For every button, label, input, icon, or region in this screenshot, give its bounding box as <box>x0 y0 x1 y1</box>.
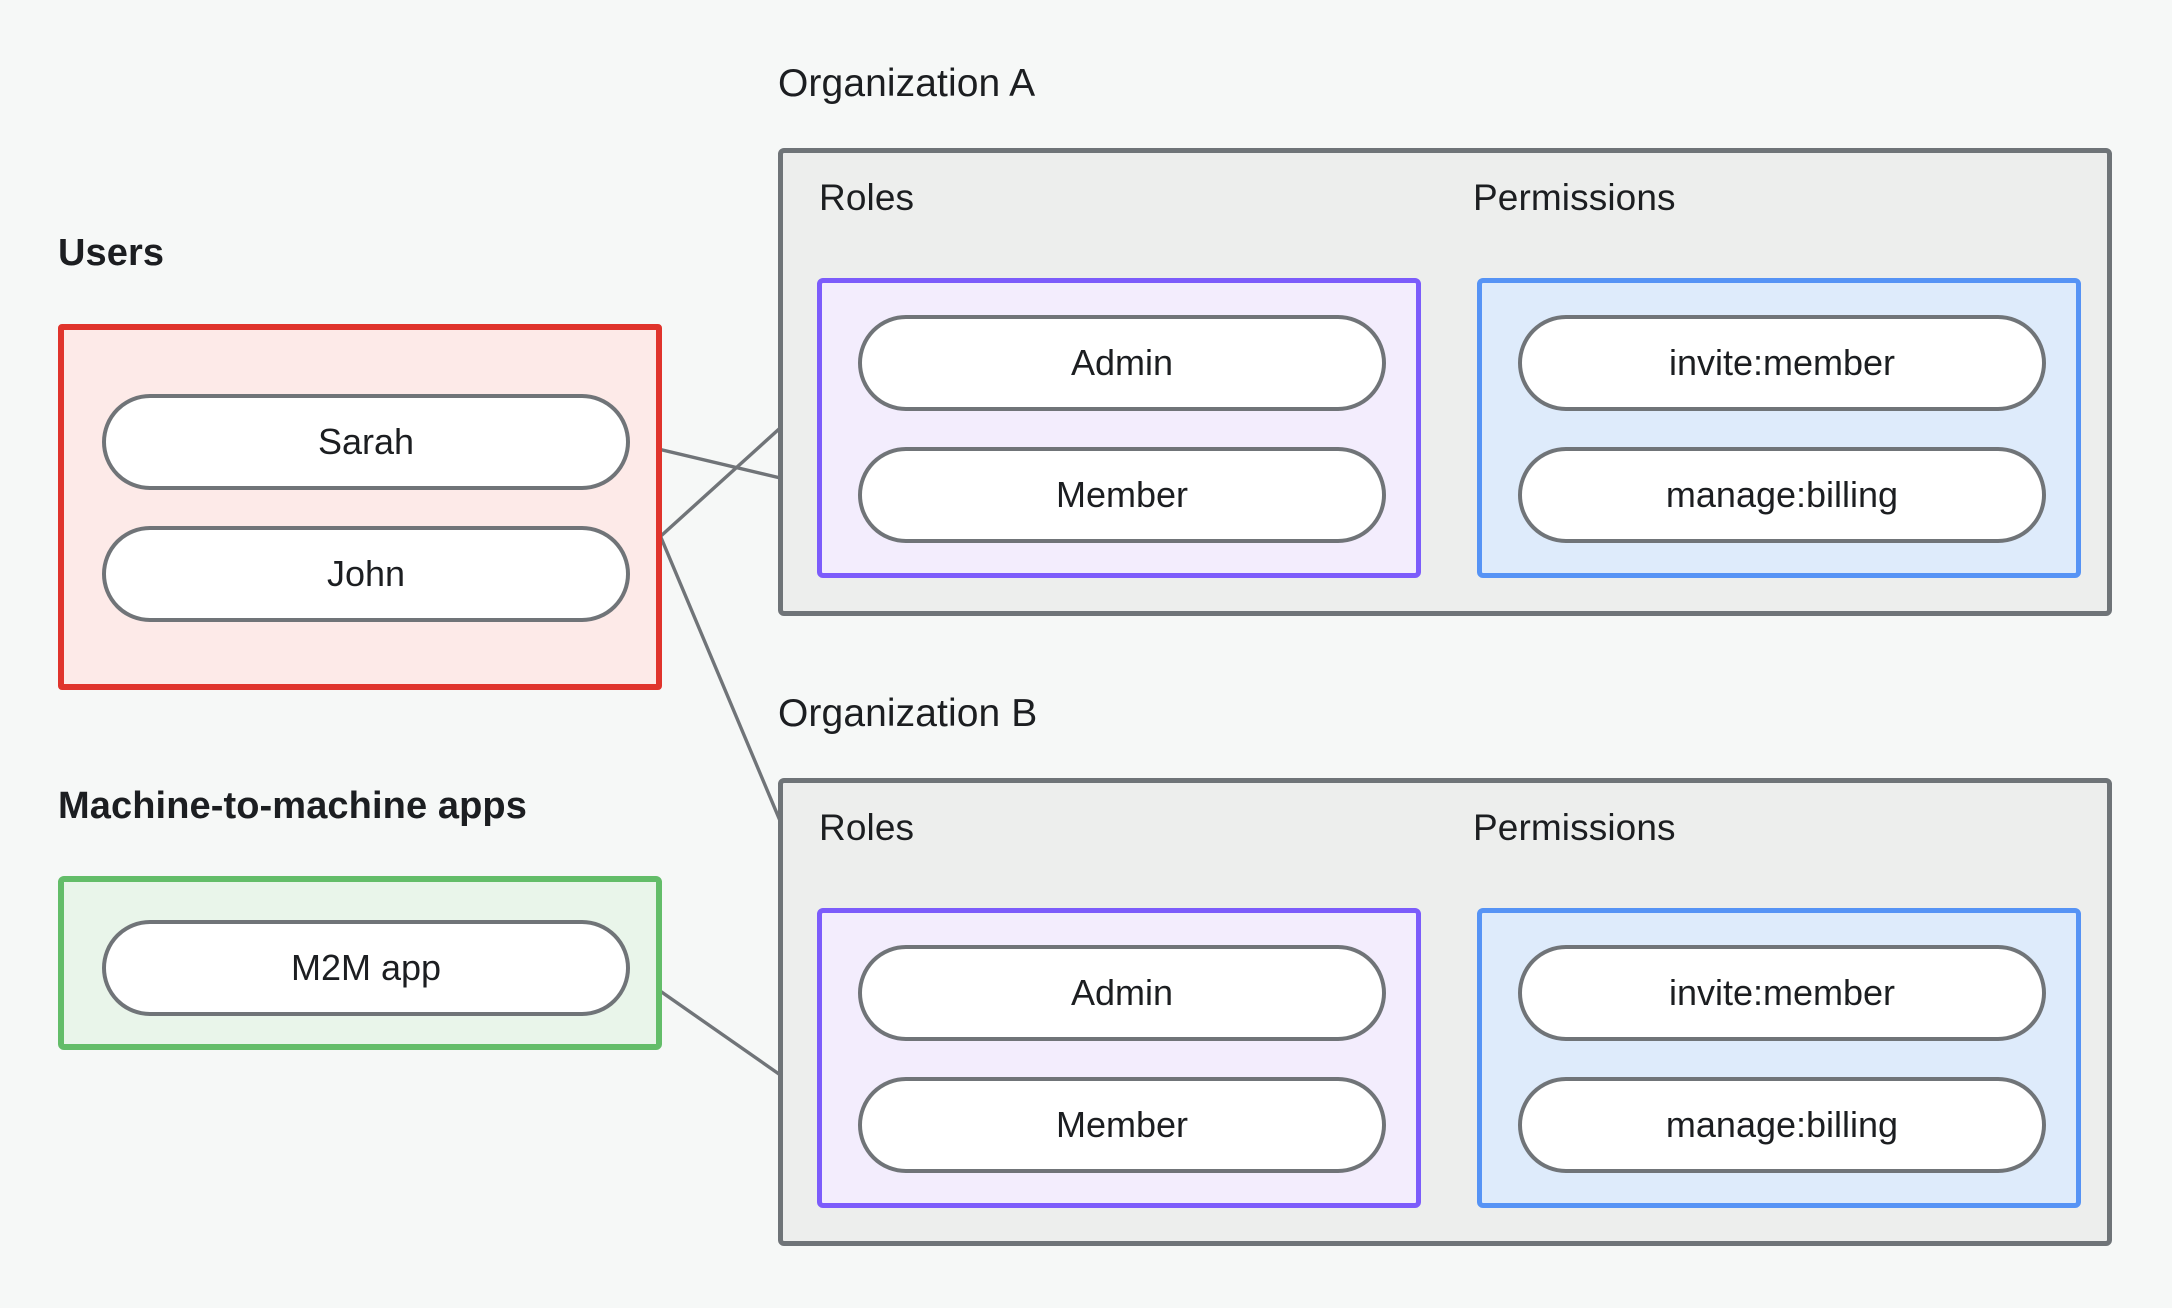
organization-b-roles-group: Admin Member <box>817 908 1421 1208</box>
organization-b-permission-manage-billing[interactable]: manage:billing <box>1518 1077 2046 1173</box>
organization-b-permission-invite-member[interactable]: invite:member <box>1518 945 2046 1041</box>
m2m-caption: Machine-to-machine apps <box>58 785 527 827</box>
organization-b-container: Roles Permissions Admin Member invite:me… <box>778 778 2112 1246</box>
user-node-john[interactable]: John <box>102 526 630 622</box>
organization-a-title: Organization A <box>778 62 1036 105</box>
organization-a-container: Roles Permissions Admin Member invite:me… <box>778 148 2112 616</box>
m2m-container: M2M app <box>58 876 662 1050</box>
organization-b-role-member[interactable]: Member <box>858 1077 1386 1173</box>
users-caption: Users <box>58 232 165 274</box>
organization-a-role-member[interactable]: Member <box>858 447 1386 543</box>
organization-a-permission-manage-billing[interactable]: manage:billing <box>1518 447 2046 543</box>
organization-a-permission-invite-member[interactable]: invite:member <box>1518 315 2046 411</box>
organization-a-roles-title: Roles <box>819 177 915 218</box>
organization-a-roles-group: Admin Member <box>817 278 1421 578</box>
organization-a-permissions-group: invite:member manage:billing <box>1477 278 2081 578</box>
user-node-sarah[interactable]: Sarah <box>102 394 630 490</box>
users-container: Sarah John <box>58 324 662 690</box>
organization-a-permissions-title: Permissions <box>1473 177 1676 218</box>
organization-b-permissions-title: Permissions <box>1473 807 1676 848</box>
organization-b-roles-title: Roles <box>819 807 915 848</box>
organization-a-role-admin[interactable]: Admin <box>858 315 1386 411</box>
organization-b-role-admin[interactable]: Admin <box>858 945 1386 1041</box>
organization-b-permissions-group: invite:member manage:billing <box>1477 908 2081 1208</box>
organization-b-title: Organization B <box>778 692 1038 735</box>
m2m-node-app[interactable]: M2M app <box>102 920 630 1016</box>
